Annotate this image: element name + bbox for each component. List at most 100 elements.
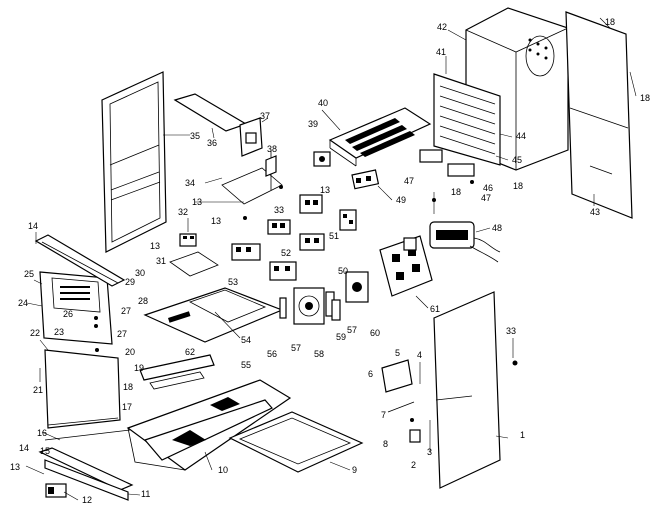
label-18b: 18 [605,17,615,27]
part-35-front-panel [101,71,190,253]
label-42: 42 [437,22,447,32]
part-11-base-rail [38,429,134,501]
label-43: 43 [590,207,600,217]
label-41: 41 [436,47,446,57]
label-17: 17 [122,402,132,412]
part-1-door [433,291,501,489]
label-44: 44 [516,131,526,141]
label-57b: 57 [347,325,357,335]
label-7: 7 [381,410,386,420]
label-60: 60 [370,328,380,338]
leader-lines [25,17,637,501]
label-30: 30 [135,268,145,278]
label-21: 21 [33,385,43,395]
label-57a: 57 [291,343,301,353]
part-9-bottom-plate [228,411,364,473]
part-37-38-bracket [195,117,283,220]
label-27b: 27 [117,329,127,339]
label-18a: 18 [123,382,133,392]
label-39: 39 [308,119,318,129]
label-33a: 33 [274,205,284,215]
part-44-panel [433,73,501,166]
label-56: 56 [267,349,277,359]
label-13d: 13 [320,185,330,195]
label-61: 61 [430,304,440,314]
label-16: 16 [37,428,47,438]
label-29: 29 [125,277,135,287]
label-11: 11 [141,489,150,499]
label-58: 58 [314,349,324,359]
label-54: 54 [241,335,251,345]
label-32: 32 [178,207,188,217]
label-35: 35 [190,131,200,141]
label-5: 5 [395,348,400,358]
label-38: 38 [267,144,277,154]
part-33-screw [512,360,518,366]
callout-labels: 1 2 3 4 5 6 7 8 9 10 11 12 13 13 13 13 1… [10,17,650,505]
part-51-fittings [267,194,357,235]
label-8: 8 [383,439,388,449]
label-18e: 18 [513,181,523,191]
label-12: 12 [82,495,92,505]
label-52: 52 [281,248,291,258]
label-23: 23 [54,327,64,337]
label-13b: 13 [150,241,160,251]
label-22: 22 [30,328,40,338]
label-26: 26 [63,309,73,319]
part-56-60-fittings [279,271,369,325]
part-43-side-panel [565,11,633,219]
label-15: 15 [40,446,50,456]
label-37: 37 [260,111,270,121]
label-46: 46 [483,183,493,193]
part-10-deflector [126,379,292,471]
part-61-blower [379,235,433,297]
label-19: 19 [134,363,144,373]
label-18c: 18 [640,93,650,103]
label-6: 6 [368,369,373,379]
part-24-control-panel [39,271,113,352]
label-55: 55 [241,360,251,370]
label-33b: 33 [506,326,516,336]
label-14b: 14 [19,443,29,453]
part-52-50-fittings [231,233,325,281]
label-27a: 27 [121,306,131,316]
label-59: 59 [336,332,346,342]
part-39-valve [313,151,331,167]
label-50: 50 [338,266,348,276]
part-36-strip [173,93,248,139]
label-2: 2 [411,460,416,470]
part-48-motor [429,221,501,263]
label-31: 31 [156,256,166,266]
part-2-8-small-items [381,359,431,452]
part-45-47-brackets [419,149,475,214]
label-34: 34 [185,178,195,188]
label-47a: 47 [404,176,414,186]
label-14a: 14 [28,221,38,231]
label-3: 3 [427,447,432,457]
part-49-component [351,169,380,190]
label-49: 49 [396,195,406,205]
part-32-control [169,218,219,277]
label-13c: 13 [192,197,202,207]
label-40: 40 [318,98,328,108]
label-13e: 13 [211,216,221,226]
label-9: 9 [352,465,357,475]
part-62-base-plate [143,287,284,343]
label-28: 28 [138,296,148,306]
label-10: 10 [218,465,228,475]
label-18d: 18 [451,187,461,197]
label-20: 20 [125,347,135,357]
label-36: 36 [207,138,217,148]
label-24: 24 [18,298,28,308]
part-55-bracket [139,354,215,390]
label-13a: 13 [10,462,20,472]
label-1: 1 [520,430,525,440]
label-62: 62 [185,347,195,357]
label-51: 51 [329,231,339,241]
label-53: 53 [228,277,238,287]
part-22-lower-door [44,349,121,429]
label-25: 25 [24,269,34,279]
part-40-heat-exchanger [321,107,432,167]
label-4: 4 [417,350,422,360]
